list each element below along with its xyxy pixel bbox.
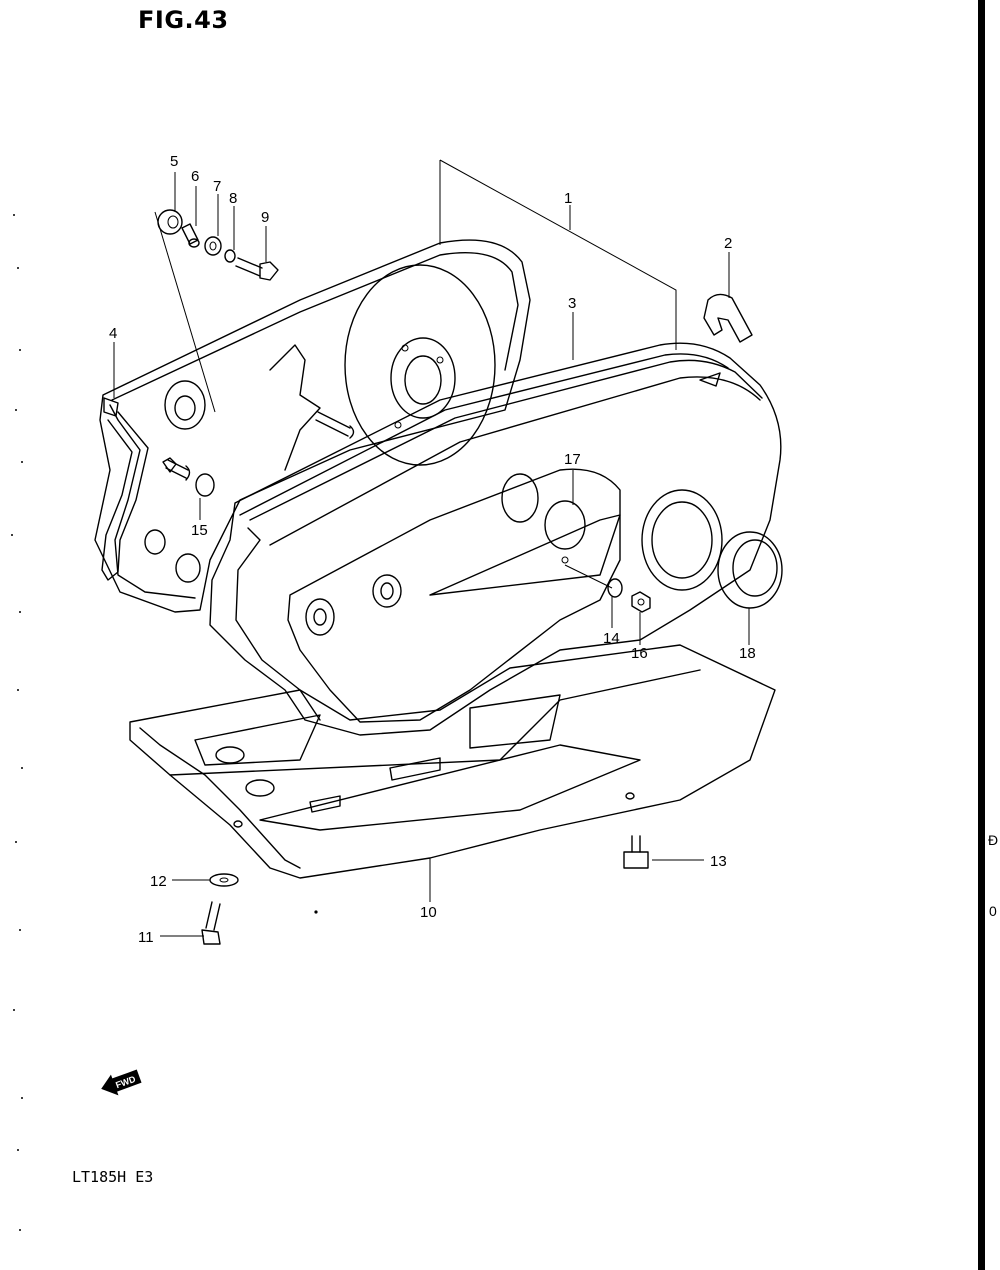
inner-chain-case (94, 239, 531, 613)
callout-18: 18 (739, 645, 756, 662)
washer-part-14 (607, 578, 623, 598)
callout-17: 17 (564, 451, 581, 468)
callout-13: 13 (710, 853, 727, 870)
edge-glyph: Ð (988, 832, 999, 848)
callout-3: 3 (568, 295, 576, 312)
skid-plate-part-10 (129, 644, 776, 879)
page-edge-bar (978, 0, 985, 1270)
callout-16: 16 (631, 645, 648, 662)
figure-title: FIG.43 (138, 6, 229, 34)
bolt-part-9 (235, 257, 279, 281)
callout-12: 12 (150, 873, 167, 890)
callout-7: 7 (213, 178, 221, 195)
callout-6: 6 (191, 168, 199, 185)
outer-chain-case-part-3 (209, 342, 782, 736)
scan-specks (11, 214, 318, 1231)
model-code: LT185H E3 (72, 1168, 154, 1186)
washer-part-7 (204, 236, 222, 256)
forward-arrow-icon: FWD (101, 1069, 142, 1096)
grommet-part-5 (157, 209, 183, 235)
bolt-part-11 (201, 901, 221, 945)
clip-part-2 (703, 293, 753, 343)
nut-part-16 (631, 591, 651, 613)
callout-8: 8 (229, 190, 237, 207)
callout-14: 14 (603, 630, 620, 647)
callout-labels: 1 2 3 4 5 6 7 8 9 10 11 12 13 14 15 16 1… (109, 153, 756, 946)
oil-seal-part-18 (717, 531, 783, 609)
callout-5: 5 (170, 153, 178, 170)
callout-9: 9 (261, 209, 269, 226)
cap-part-17 (544, 500, 586, 550)
collar-part-6 (181, 223, 200, 248)
callout-2: 2 (724, 235, 732, 252)
lock-washer-part-8 (224, 249, 236, 263)
washer-part-15 (195, 473, 215, 497)
callout-4: 4 (109, 325, 117, 342)
bolt-part-13 (623, 835, 649, 869)
washer-part-12 (209, 873, 239, 887)
callout-11: 11 (138, 929, 154, 946)
callout-15: 15 (191, 522, 208, 539)
seal-strip-part-4 (101, 397, 149, 581)
callout-10: 10 (420, 904, 437, 921)
edge-glyph: 0 (989, 903, 997, 919)
callout-1: 1 (564, 190, 572, 207)
leader-lines (113, 159, 750, 937)
